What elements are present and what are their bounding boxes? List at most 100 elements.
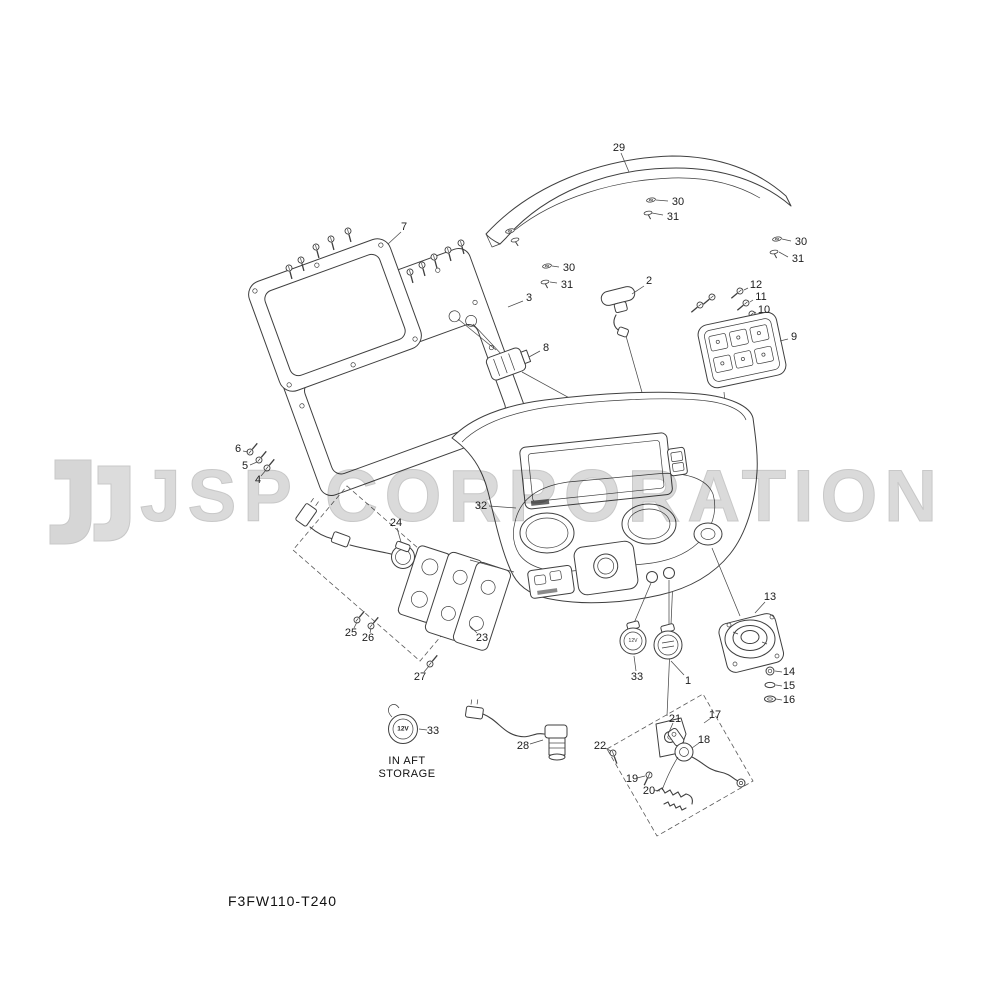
callout-17-leader xyxy=(703,717,712,724)
socket-12v-console: 12V xyxy=(619,582,652,655)
jsp-logo-2 xyxy=(93,465,131,542)
callout-26-leader xyxy=(369,627,372,634)
console-body xyxy=(451,391,758,717)
callout-32-leader xyxy=(488,505,517,509)
aft-socket-12v-label: 12V xyxy=(397,726,409,733)
callout-4: 4 xyxy=(255,474,261,486)
cowling xyxy=(485,155,792,248)
callout-30: 30 xyxy=(795,236,807,248)
callout-19-leader xyxy=(636,775,646,779)
callout-16-leader xyxy=(775,698,783,701)
callout-7-leader xyxy=(387,231,402,245)
callout-17: 17 xyxy=(709,709,721,721)
callout-29-leader xyxy=(620,152,630,173)
callout-23-leader xyxy=(469,625,478,634)
callout-24: 24 xyxy=(390,517,402,529)
washer-icon xyxy=(541,262,553,270)
socket-12v-label: 12V xyxy=(629,638,639,644)
callout-30-leader xyxy=(781,238,792,242)
callout-30-leader xyxy=(551,265,560,268)
callout-24-leader xyxy=(396,527,402,543)
callout-10: 10 xyxy=(758,304,770,316)
callout-15: 15 xyxy=(783,680,795,692)
switch-panel xyxy=(697,311,787,457)
callout-31: 31 xyxy=(792,253,804,265)
watermark: JSP CORPORATION xyxy=(49,456,944,545)
screw-icon xyxy=(730,286,744,300)
callout-9-leader xyxy=(779,338,789,342)
callout-28: 28 xyxy=(517,740,529,752)
callout-14-leader xyxy=(774,670,783,673)
callout-27-leader xyxy=(423,665,430,673)
callout-12-leader xyxy=(743,287,749,291)
screw-icon xyxy=(308,242,326,259)
jsp-logo xyxy=(49,459,92,545)
callout-15-leader xyxy=(775,684,783,687)
socket-12v-aft: 12V xyxy=(388,704,418,744)
callout-22: 22 xyxy=(594,740,606,752)
bolt-icon xyxy=(540,279,551,290)
screw-icon xyxy=(690,300,704,314)
callout-31: 31 xyxy=(561,279,573,291)
knob-washers xyxy=(764,666,776,703)
screw-icon xyxy=(340,226,358,243)
callout-10-leader xyxy=(754,311,757,314)
callout-23: 23 xyxy=(476,632,488,644)
callout-33: 33 xyxy=(631,671,643,683)
callout-30: 30 xyxy=(563,262,575,274)
callout-3: 3 xyxy=(526,292,532,304)
callout-18: 18 xyxy=(698,734,710,746)
callout-9: 9 xyxy=(791,331,797,343)
screw-icon xyxy=(639,770,656,786)
callout-16: 16 xyxy=(783,694,795,706)
callout-3-leader xyxy=(507,300,524,308)
callout-21: 21 xyxy=(669,713,681,725)
screw-icon xyxy=(323,234,341,251)
callout-28-leader xyxy=(529,739,544,745)
storage-note-line2: STORAGE xyxy=(378,768,435,780)
callout-31-leader xyxy=(778,251,789,258)
power-cable xyxy=(465,699,568,761)
callout-25-leader xyxy=(353,621,358,629)
callout-14: 14 xyxy=(783,666,795,678)
part-code: F3FW110-T240 xyxy=(228,893,337,909)
callout-11-leader xyxy=(749,299,754,303)
callout-21-leader xyxy=(668,722,674,733)
callout-11: 11 xyxy=(755,291,766,303)
bolt-icon xyxy=(510,236,522,248)
callout-20-leader xyxy=(653,789,661,792)
callout-2-leader xyxy=(631,285,645,295)
callout-1: 1 xyxy=(685,675,691,687)
callout-33: 33 xyxy=(427,725,439,737)
callout-18-leader xyxy=(691,742,700,749)
bolt-icon xyxy=(643,210,654,221)
ignition-kit xyxy=(606,693,754,837)
screw-icon xyxy=(736,298,750,312)
callout-6: 6 xyxy=(235,443,241,455)
knob-assembly xyxy=(711,547,785,673)
callout-29: 29 xyxy=(613,142,625,154)
watermark-text: JSP CORPORATION xyxy=(140,456,944,537)
callout-22-leader xyxy=(604,747,612,752)
plug-kit xyxy=(292,485,515,668)
fastener-washers xyxy=(504,196,783,290)
callout-12: 12 xyxy=(750,279,762,291)
screw-icon xyxy=(366,616,380,630)
callout-31-leader xyxy=(651,212,664,216)
socket-acc-console xyxy=(653,580,683,660)
callout-8-leader xyxy=(528,350,541,358)
callout-20: 20 xyxy=(643,785,655,797)
bolt-icon xyxy=(769,249,780,260)
callout-4-leader xyxy=(260,469,267,477)
callout-25: 25 xyxy=(345,627,357,639)
callout-32: 32 xyxy=(475,500,487,512)
callout-8: 8 xyxy=(543,342,549,354)
callout-5-leader xyxy=(249,461,258,466)
callout-1-leader xyxy=(670,660,685,676)
callout-30-leader xyxy=(655,199,669,202)
callout-19: 19 xyxy=(626,773,638,785)
callout-31-leader xyxy=(549,281,558,284)
